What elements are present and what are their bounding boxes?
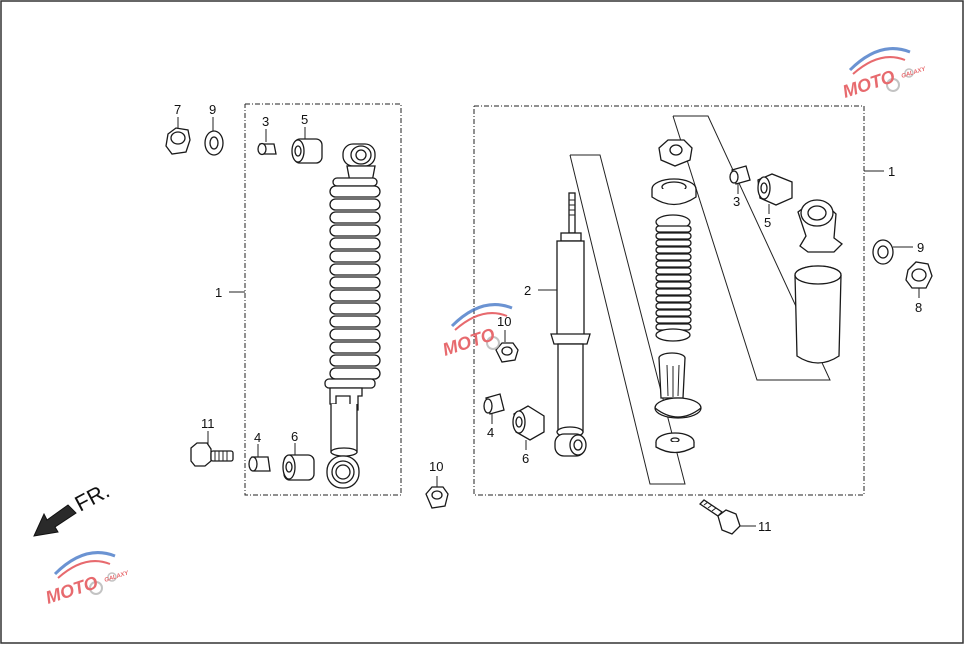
cap-nut-right: [905, 261, 933, 298]
callout-bush-bottom-left: 6: [291, 429, 298, 444]
spring-top-seat: [651, 178, 697, 206]
callout-nut-bottom: 10: [429, 459, 443, 474]
callout-left-assembly: 1: [215, 285, 222, 300]
bush-top-left: [291, 127, 323, 164]
callout-bolt-right: 11: [758, 519, 772, 534]
spring-exploded: [655, 214, 692, 342]
shock-lower-body: [329, 387, 363, 457]
callout-collar-top-left: 3: [262, 114, 269, 129]
spring-top-nut: [658, 139, 693, 167]
callout-cap-nut-right: 8: [915, 300, 922, 315]
callout-damper: 2: [524, 283, 531, 298]
washer-right: [872, 239, 913, 265]
callout-right-assembly: 1: [888, 164, 895, 179]
collar-top-right: [729, 165, 751, 194]
spring-bottom-washer: [655, 432, 695, 454]
explode-guide-right: [672, 115, 831, 381]
shock-bottom-eye: [326, 455, 360, 489]
bolt-left: [190, 431, 234, 467]
spring-lower-seat: [654, 352, 702, 419]
bolt-right: [698, 499, 756, 535]
collar-top-left: [257, 129, 277, 156]
bush-bottom-right: [512, 405, 545, 450]
right-assembly-box: [473, 105, 865, 496]
collar-bottom-right: [483, 393, 505, 424]
front-arrow-icon: [33, 504, 77, 537]
collar-bottom-left: [248, 444, 271, 472]
nut-middle: [495, 330, 519, 363]
right-shock-assembly: [473, 105, 933, 496]
callout-collar-top-right: 3: [733, 194, 740, 209]
callout-bush-top-right: 5: [764, 215, 771, 230]
lower-cover-tube: [794, 265, 842, 364]
cap-nut-left: [165, 117, 191, 155]
left-assembly-box: [244, 103, 402, 496]
left-shock-assembly: [165, 103, 402, 496]
bush-top-right: [757, 173, 793, 214]
callout-washer-right: 9: [917, 240, 924, 255]
explode-guide-left: [569, 154, 686, 485]
callout-collar-bottom-right: 4: [487, 425, 494, 440]
shock-top-eye: [342, 143, 376, 183]
callout-bush-bottom-right: 6: [522, 451, 529, 466]
washer-left: [204, 117, 224, 156]
callout-nut-middle: 10: [497, 314, 511, 329]
callout-cap-nut-left: 7: [174, 102, 181, 117]
callout-bolt-left: 11: [201, 416, 215, 431]
callout-collar-bottom-left: 4: [254, 430, 261, 445]
bush-bottom-left: [282, 443, 315, 481]
callout-washer-left: 9: [209, 102, 216, 117]
upper-cover: [797, 199, 843, 253]
nut-bottom: [425, 476, 449, 509]
callout-bush-top-left: 5: [301, 112, 308, 127]
shock-spring: [324, 177, 381, 389]
callout-labels: 1 1 2 3 3 4 4 5 5 6 6 7 8 9 9 10 10 11 1…: [174, 102, 924, 534]
damper-unit: [538, 192, 591, 457]
